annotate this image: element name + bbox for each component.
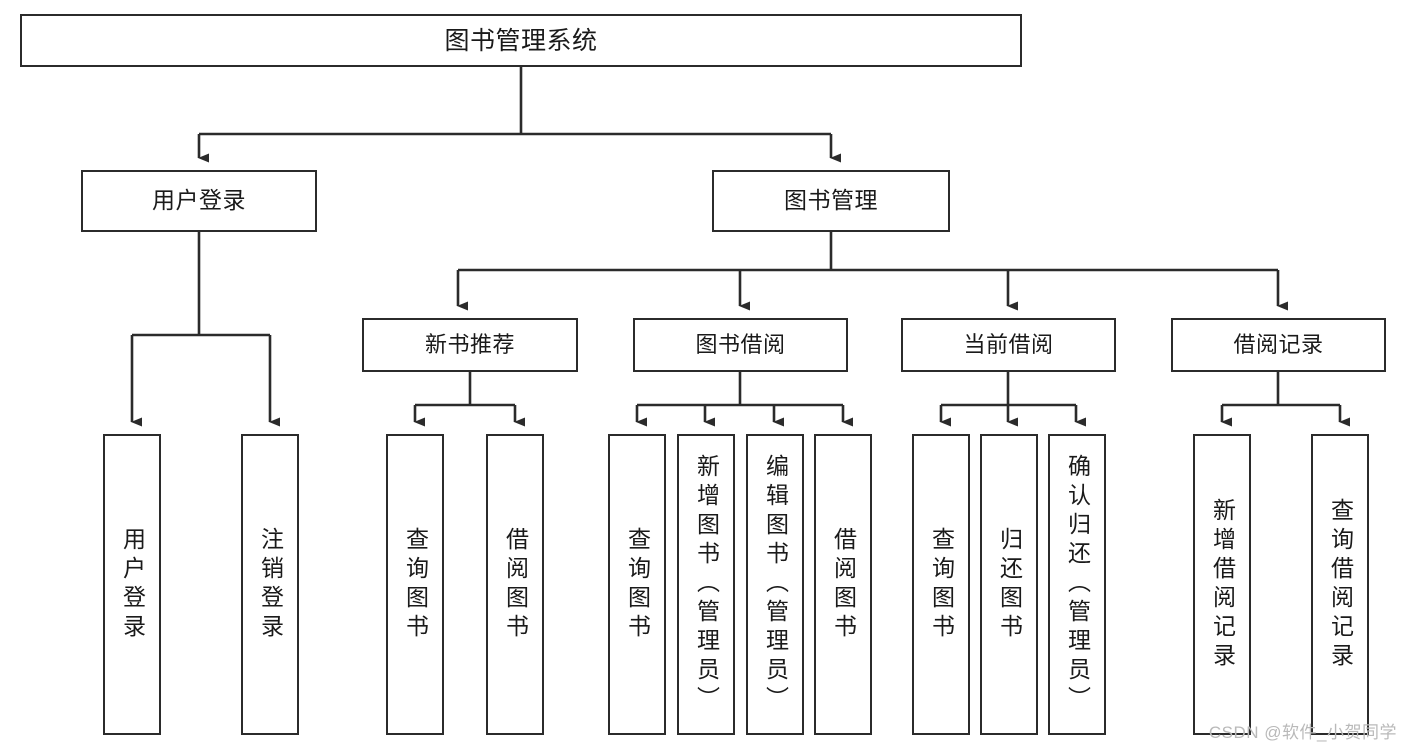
leaf-edit-book-admin-label: 编辑图书（管理员） xyxy=(762,454,789,715)
node-book-management[interactable]: 图书管理 xyxy=(712,170,950,232)
leaf-logout[interactable]: 注销登录 xyxy=(241,434,299,735)
node-user-login[interactable]: 用户登录 xyxy=(81,170,317,232)
node-new-book-recommend[interactable]: 新书推荐 xyxy=(362,318,578,372)
leaf-logout-label: 注销登录 xyxy=(257,526,284,643)
leaf-add-book-admin-label: 新增图书（管理员） xyxy=(693,454,720,715)
node-user-login-label: 用户登录 xyxy=(152,187,246,214)
leaf-add-borrow-record[interactable]: 新增借阅记录 xyxy=(1193,434,1251,735)
leaf-edit-book-admin[interactable]: 编辑图书（管理员） xyxy=(746,434,804,735)
node-new-book-recommend-label: 新书推荐 xyxy=(424,331,515,357)
leaf-user-login[interactable]: 用户登录 xyxy=(103,434,161,735)
node-root[interactable]: 图书管理系统 xyxy=(20,14,1022,67)
leaf-query-borrow-record[interactable]: 查询借阅记录 xyxy=(1311,434,1369,735)
leaf-query-book-borrow[interactable]: 查询图书 xyxy=(608,434,666,735)
node-book-management-label: 图书管理 xyxy=(784,187,878,214)
leaf-query-book-current-label: 查询图书 xyxy=(928,526,955,643)
leaf-add-book-admin[interactable]: 新增图书（管理员） xyxy=(677,434,735,735)
leaf-query-book-current[interactable]: 查询图书 xyxy=(912,434,970,735)
leaf-query-borrow-record-label: 查询借阅记录 xyxy=(1327,497,1354,672)
leaf-query-book-recommend-label: 查询图书 xyxy=(402,526,429,643)
node-borrow-record[interactable]: 借阅记录 xyxy=(1171,318,1386,372)
leaf-add-borrow-record-label: 新增借阅记录 xyxy=(1209,497,1236,672)
leaf-confirm-return-admin[interactable]: 确认归还（管理员） xyxy=(1048,434,1106,735)
leaf-user-login-label: 用户登录 xyxy=(119,526,146,643)
leaf-borrow-book-recommend[interactable]: 借阅图书 xyxy=(486,434,544,735)
leaf-query-book-recommend[interactable]: 查询图书 xyxy=(386,434,444,735)
leaf-return-book-label: 归还图书 xyxy=(996,526,1023,643)
node-root-label: 图书管理系统 xyxy=(444,26,598,55)
node-current-borrow[interactable]: 当前借阅 xyxy=(901,318,1116,372)
csdn-watermark: CSDN @软件_小贺同学 xyxy=(1208,723,1397,742)
leaf-borrow-book-recommend-label: 借阅图书 xyxy=(502,526,529,643)
leaf-borrow-book-label: 借阅图书 xyxy=(830,526,857,643)
node-book-borrow-label: 图书借阅 xyxy=(695,331,786,357)
leaf-query-book-borrow-label: 查询图书 xyxy=(624,526,651,643)
node-current-borrow-label: 当前借阅 xyxy=(963,331,1054,357)
leaf-return-book[interactable]: 归还图书 xyxy=(980,434,1038,735)
node-book-borrow[interactable]: 图书借阅 xyxy=(633,318,848,372)
leaf-borrow-book[interactable]: 借阅图书 xyxy=(814,434,872,735)
node-borrow-record-label: 借阅记录 xyxy=(1233,331,1324,357)
leaf-confirm-return-admin-label: 确认归还（管理员） xyxy=(1064,454,1091,715)
